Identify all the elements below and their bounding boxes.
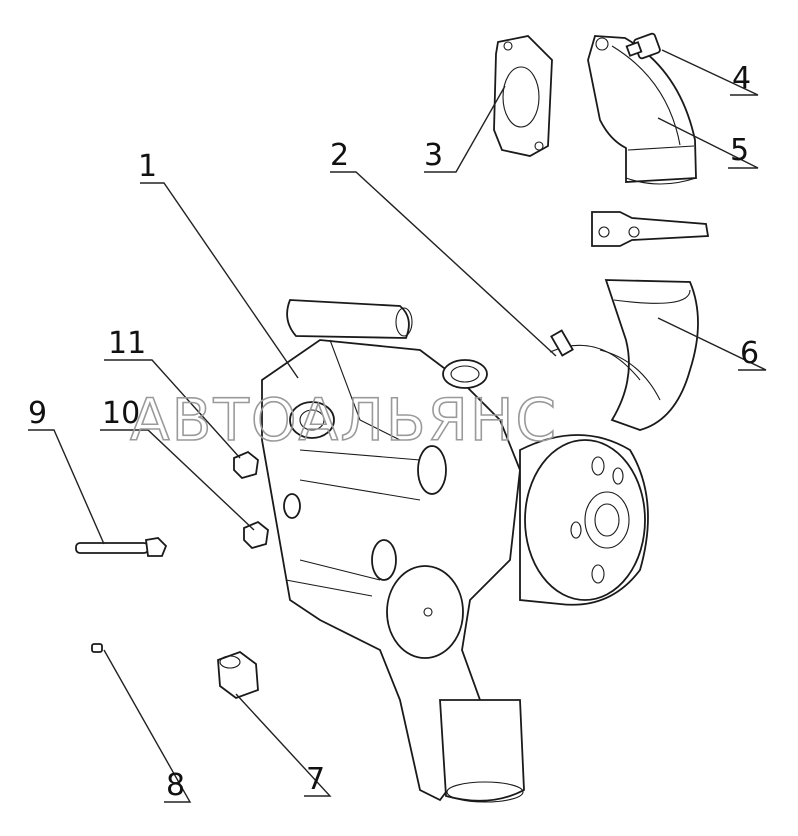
callout-10: 10 — [102, 396, 140, 431]
callout-2: 2 — [330, 138, 349, 173]
nut-part-7 — [217, 650, 259, 700]
pin-part-8 — [91, 643, 103, 653]
callout-9: 9 — [28, 396, 47, 431]
callout-1: 1 — [138, 149, 157, 184]
bolt-part-10 — [243, 520, 269, 550]
hose-part-6 — [599, 279, 699, 431]
callout-5: 5 — [730, 133, 749, 168]
callout-leaders — [28, 49, 767, 803]
thermostat-part — [591, 211, 710, 247]
callout-8: 8 — [166, 768, 185, 803]
callout-4: 4 — [732, 61, 751, 96]
bolt-part-9 — [75, 537, 168, 557]
watermark-text: АВТОАЛЬЯНС — [130, 386, 558, 454]
water-pump-assembly — [261, 299, 649, 803]
bolt-part-4 — [625, 32, 661, 60]
callout-3: 3 — [424, 138, 443, 173]
gasket-part-3 — [493, 35, 553, 157]
callout-6: 6 — [740, 336, 759, 371]
callout-7: 7 — [306, 762, 325, 797]
callout-11: 11 — [108, 326, 146, 361]
bolt-part-11 — [233, 450, 259, 480]
